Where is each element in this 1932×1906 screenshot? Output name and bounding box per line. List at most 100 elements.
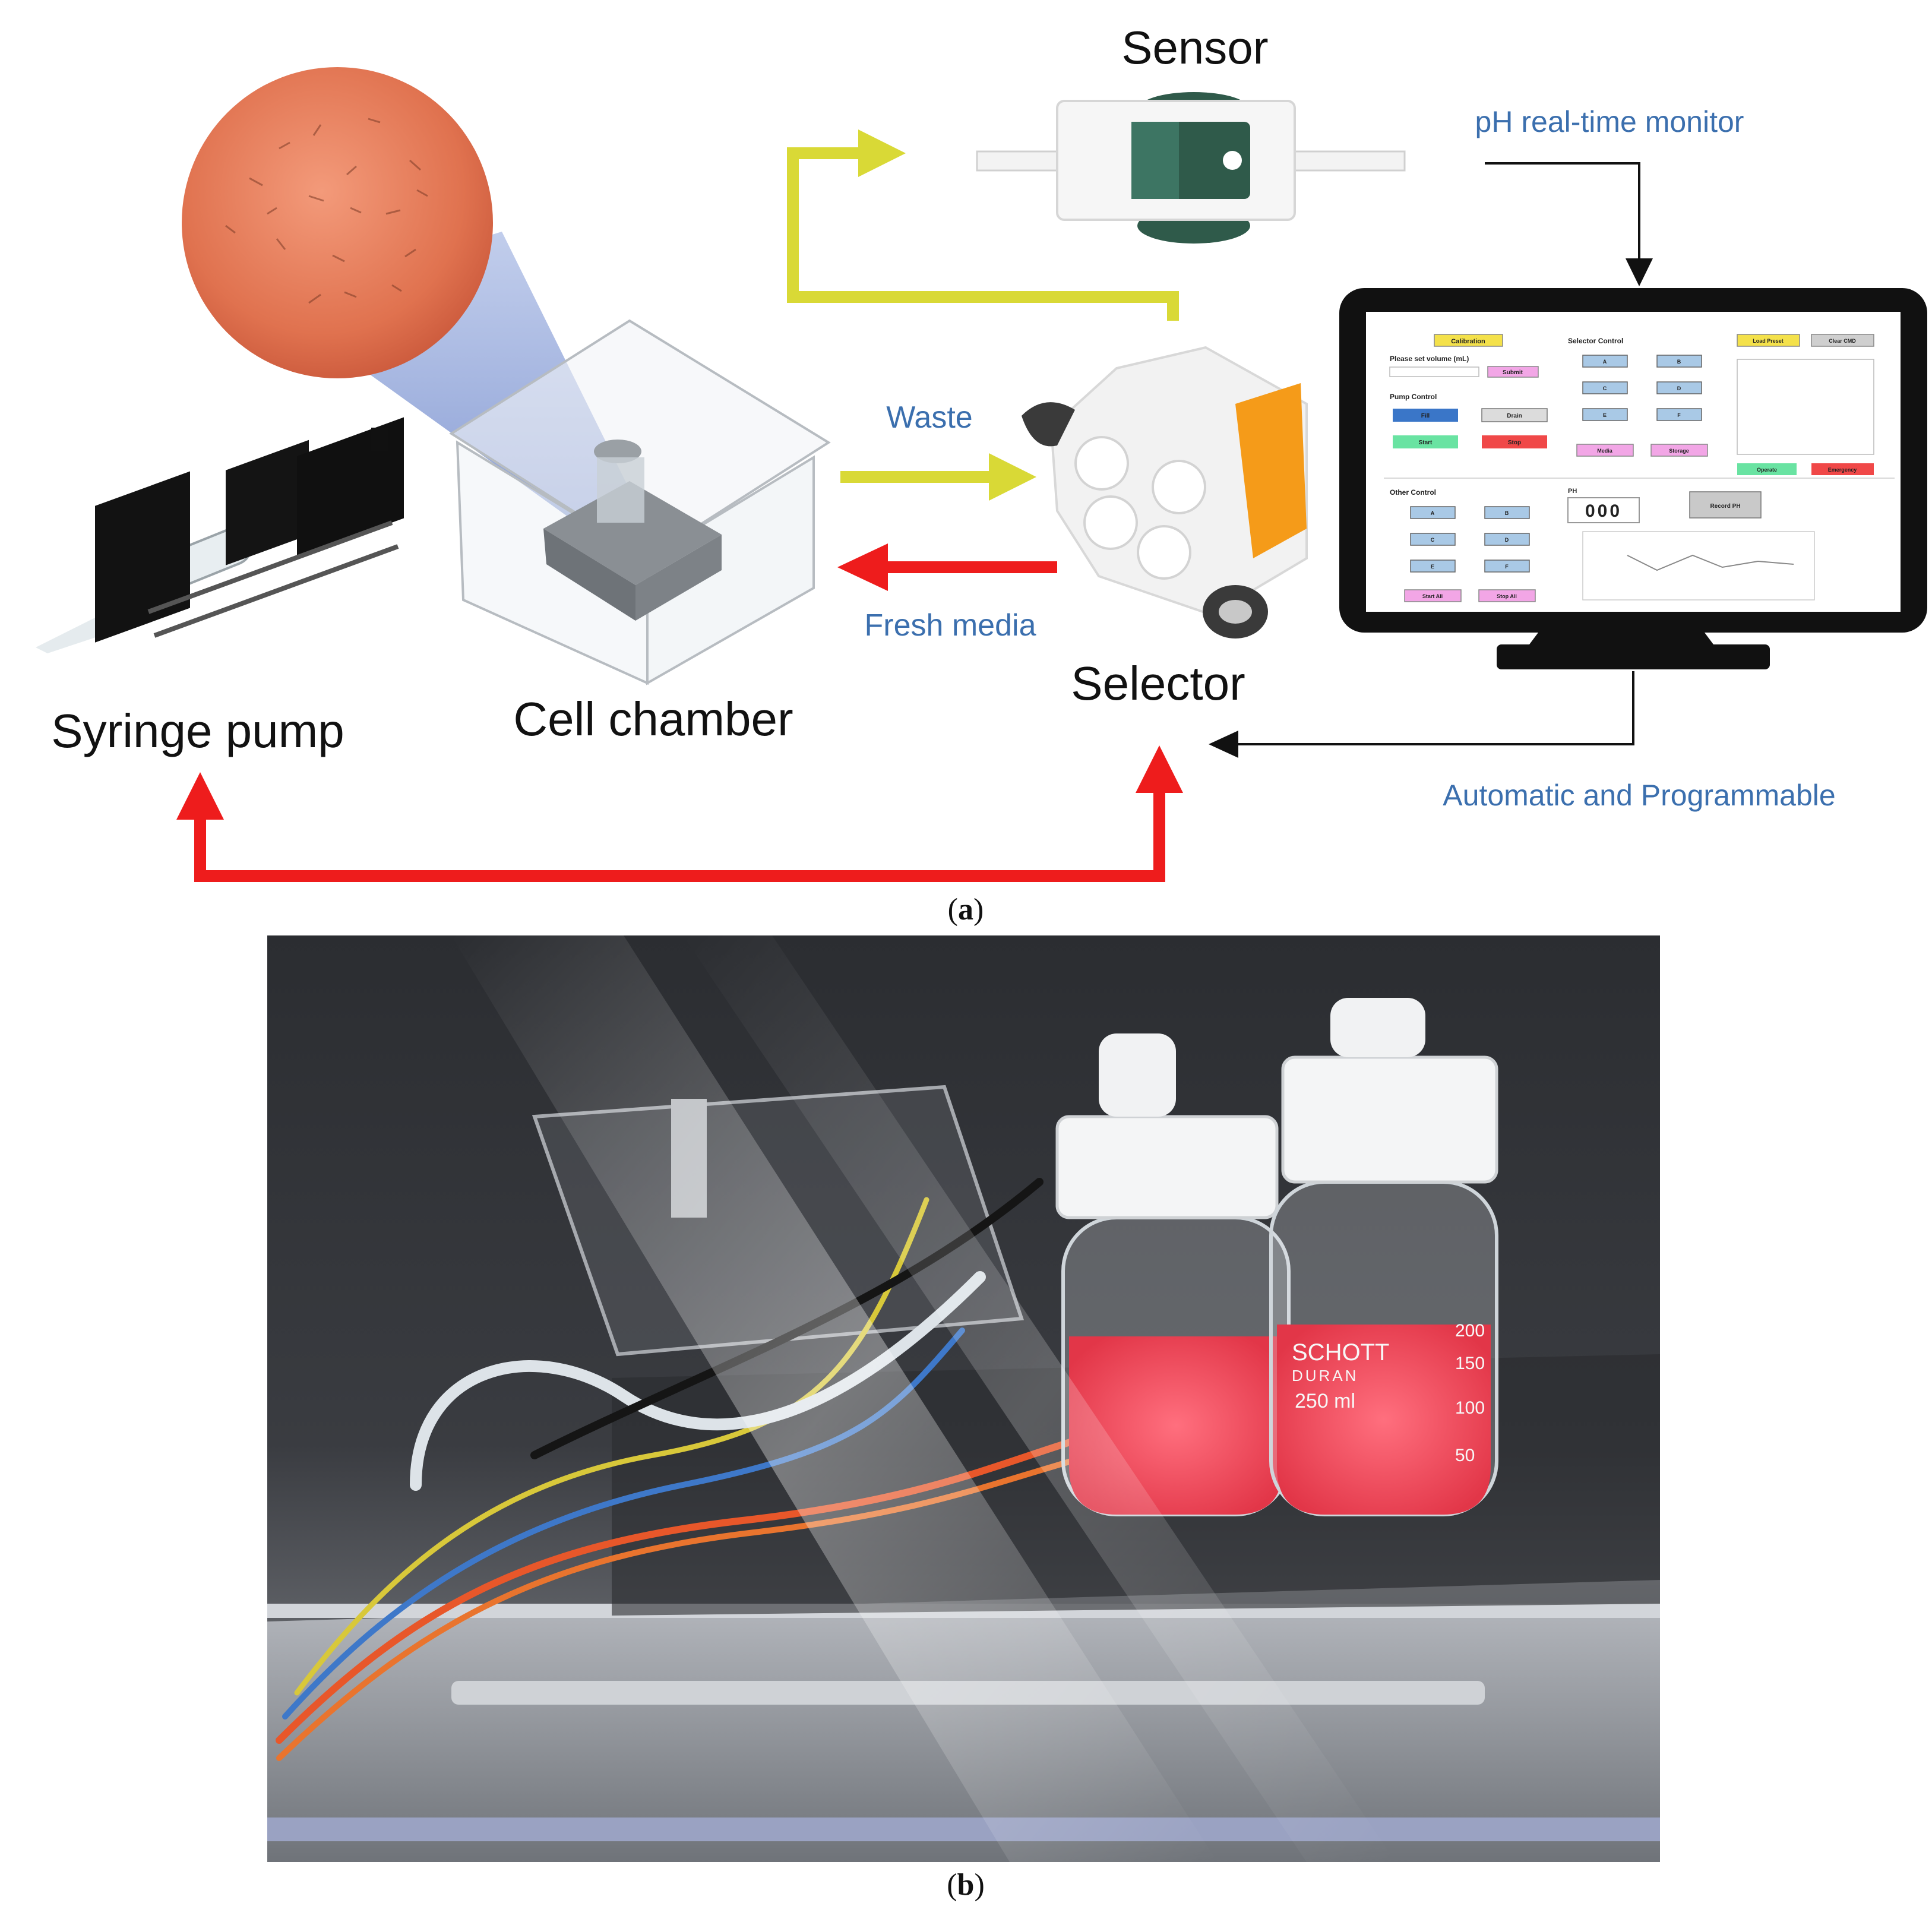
volume-prompt: Please set volume (mL) bbox=[1390, 355, 1469, 363]
other-e-label: E bbox=[1431, 564, 1434, 570]
monitor-neck bbox=[1529, 633, 1713, 644]
panel-a: Calibration Please set volume (mL) Submi… bbox=[36, 21, 1927, 927]
other-b-label: B bbox=[1505, 510, 1509, 516]
selector-control-heading: Selector Control bbox=[1568, 337, 1623, 345]
bottle-mark-100: 100 bbox=[1455, 1398, 1485, 1418]
selector-port bbox=[1137, 525, 1191, 580]
control-arrow-head bbox=[1209, 731, 1238, 758]
bottle-volume: 250 ml bbox=[1295, 1390, 1355, 1412]
caption-a: (a) bbox=[948, 893, 984, 927]
monitor-gui: Calibration Please set volume (mL) Submi… bbox=[1384, 334, 1895, 602]
automatic-label: Automatic and Programmable bbox=[1443, 779, 1835, 812]
command-list-box bbox=[1737, 359, 1874, 455]
stop-button-label: Stop bbox=[1508, 440, 1521, 446]
ph-monitor-arrow bbox=[1485, 162, 1640, 261]
start-button bbox=[1393, 435, 1458, 448]
caption-a-letter: a bbox=[958, 893, 973, 927]
load-preset-button bbox=[1737, 334, 1800, 347]
fill-button-label: Fill bbox=[1421, 413, 1430, 419]
bottle-mark-150: 150 bbox=[1455, 1354, 1485, 1373]
selector-motor bbox=[1235, 383, 1307, 558]
other-b-button bbox=[1484, 506, 1530, 519]
other-control-heading: Other Control bbox=[1390, 488, 1436, 497]
caption-b-letter: b bbox=[957, 1868, 975, 1902]
operate-button-label: Operate bbox=[1757, 467, 1777, 473]
fresh-media-label: Fresh media bbox=[865, 608, 1036, 643]
bottom-loop-head-selector bbox=[1136, 745, 1183, 793]
svg-text:(b): (b) bbox=[947, 1868, 985, 1902]
media-bottle-right: SCHOTT DURAN 250 ml 200 150 100 50 bbox=[1269, 998, 1498, 1516]
monitor-device: Calibration Please set volume (mL) Submi… bbox=[1339, 288, 1927, 669]
selector-b-label: B bbox=[1677, 359, 1681, 365]
selector-b-button bbox=[1656, 355, 1702, 368]
pump-middle-block bbox=[226, 440, 309, 565]
svg-text:(a): (a) bbox=[948, 893, 984, 927]
cell-micrograph-image bbox=[182, 67, 493, 378]
other-a-label: A bbox=[1431, 510, 1435, 516]
selector-clamp bbox=[1022, 402, 1075, 447]
bottom-loop-head-pump bbox=[176, 772, 224, 820]
start-button-label: Start bbox=[1419, 440, 1433, 446]
pump-motor-block bbox=[297, 417, 404, 558]
sensor-window-shade bbox=[1131, 122, 1179, 199]
cell-chamber-device bbox=[449, 319, 831, 685]
start-all-label: Start All bbox=[1422, 593, 1443, 599]
submit-button bbox=[1487, 366, 1539, 378]
arrow-to-sensor-head bbox=[858, 129, 906, 177]
culture-vial bbox=[597, 457, 644, 523]
selector-label: Selector bbox=[1071, 657, 1245, 710]
selector-f-label: F bbox=[1677, 412, 1681, 418]
selector-e-label: E bbox=[1603, 412, 1607, 418]
media-button bbox=[1576, 444, 1634, 457]
emergency-button bbox=[1811, 463, 1874, 475]
bottom-loop-arrow bbox=[194, 790, 1165, 882]
control-arrow bbox=[1235, 671, 1634, 745]
selector-port bbox=[1152, 460, 1206, 514]
bottle-mark-50: 50 bbox=[1455, 1446, 1475, 1465]
ph-monitor-arrow-head bbox=[1626, 258, 1653, 286]
selector-port bbox=[1083, 495, 1138, 550]
culture-plate-base bbox=[543, 481, 722, 585]
storage-button-label: Storage bbox=[1669, 448, 1689, 454]
selector-c-label: C bbox=[1603, 385, 1607, 391]
panel-b: SCHOTT DURAN 250 ml 200 150 100 50 (b) bbox=[267, 935, 1660, 1902]
pump-front-block bbox=[95, 471, 190, 643]
selector-e-button bbox=[1582, 408, 1628, 421]
waste-label: Waste bbox=[886, 400, 972, 435]
fill-button bbox=[1393, 409, 1458, 422]
stop-all-label: Stop All bbox=[1497, 593, 1517, 599]
photo-glare bbox=[683, 935, 1396, 1862]
selector-a-label: A bbox=[1603, 359, 1607, 365]
drain-button bbox=[1481, 408, 1548, 422]
selector-d-button bbox=[1656, 381, 1702, 394]
ph-display bbox=[1567, 497, 1640, 523]
sensor-label: Sensor bbox=[1121, 21, 1268, 74]
culture-plate-side bbox=[635, 535, 722, 621]
selector-device bbox=[1022, 346, 1308, 639]
other-f-button bbox=[1484, 560, 1530, 573]
caption-b: (b) bbox=[947, 1868, 985, 1902]
pump-rail bbox=[153, 544, 399, 638]
ph-value: 000 bbox=[1585, 501, 1622, 521]
emergency-button-label: Emergency bbox=[1828, 467, 1857, 473]
calibration-button bbox=[1434, 334, 1503, 347]
bottle-mark-200: 200 bbox=[1455, 1321, 1485, 1341]
selector-port bbox=[1074, 436, 1129, 491]
ph-label: PH bbox=[1568, 488, 1577, 495]
syringe-pump-label: Syringe pump bbox=[51, 704, 344, 757]
ph-chart-line bbox=[1627, 554, 1794, 571]
other-e-button bbox=[1410, 560, 1456, 573]
volume-input bbox=[1389, 366, 1479, 377]
calibration-button-label: Calibration bbox=[1451, 338, 1485, 345]
selector-coupling-bore bbox=[1219, 600, 1252, 624]
sensor-device bbox=[976, 92, 1406, 244]
syringe-pump-device bbox=[36, 417, 404, 653]
ph-chart-area bbox=[1582, 531, 1815, 600]
stop-all-button bbox=[1478, 589, 1536, 602]
photo-glare bbox=[451, 935, 1218, 1862]
stop-button bbox=[1482, 435, 1547, 448]
other-c-button bbox=[1410, 533, 1456, 546]
fresh-media-arrow-head bbox=[837, 543, 888, 591]
ph-monitor-label: pH real-time monitor bbox=[1475, 105, 1744, 138]
